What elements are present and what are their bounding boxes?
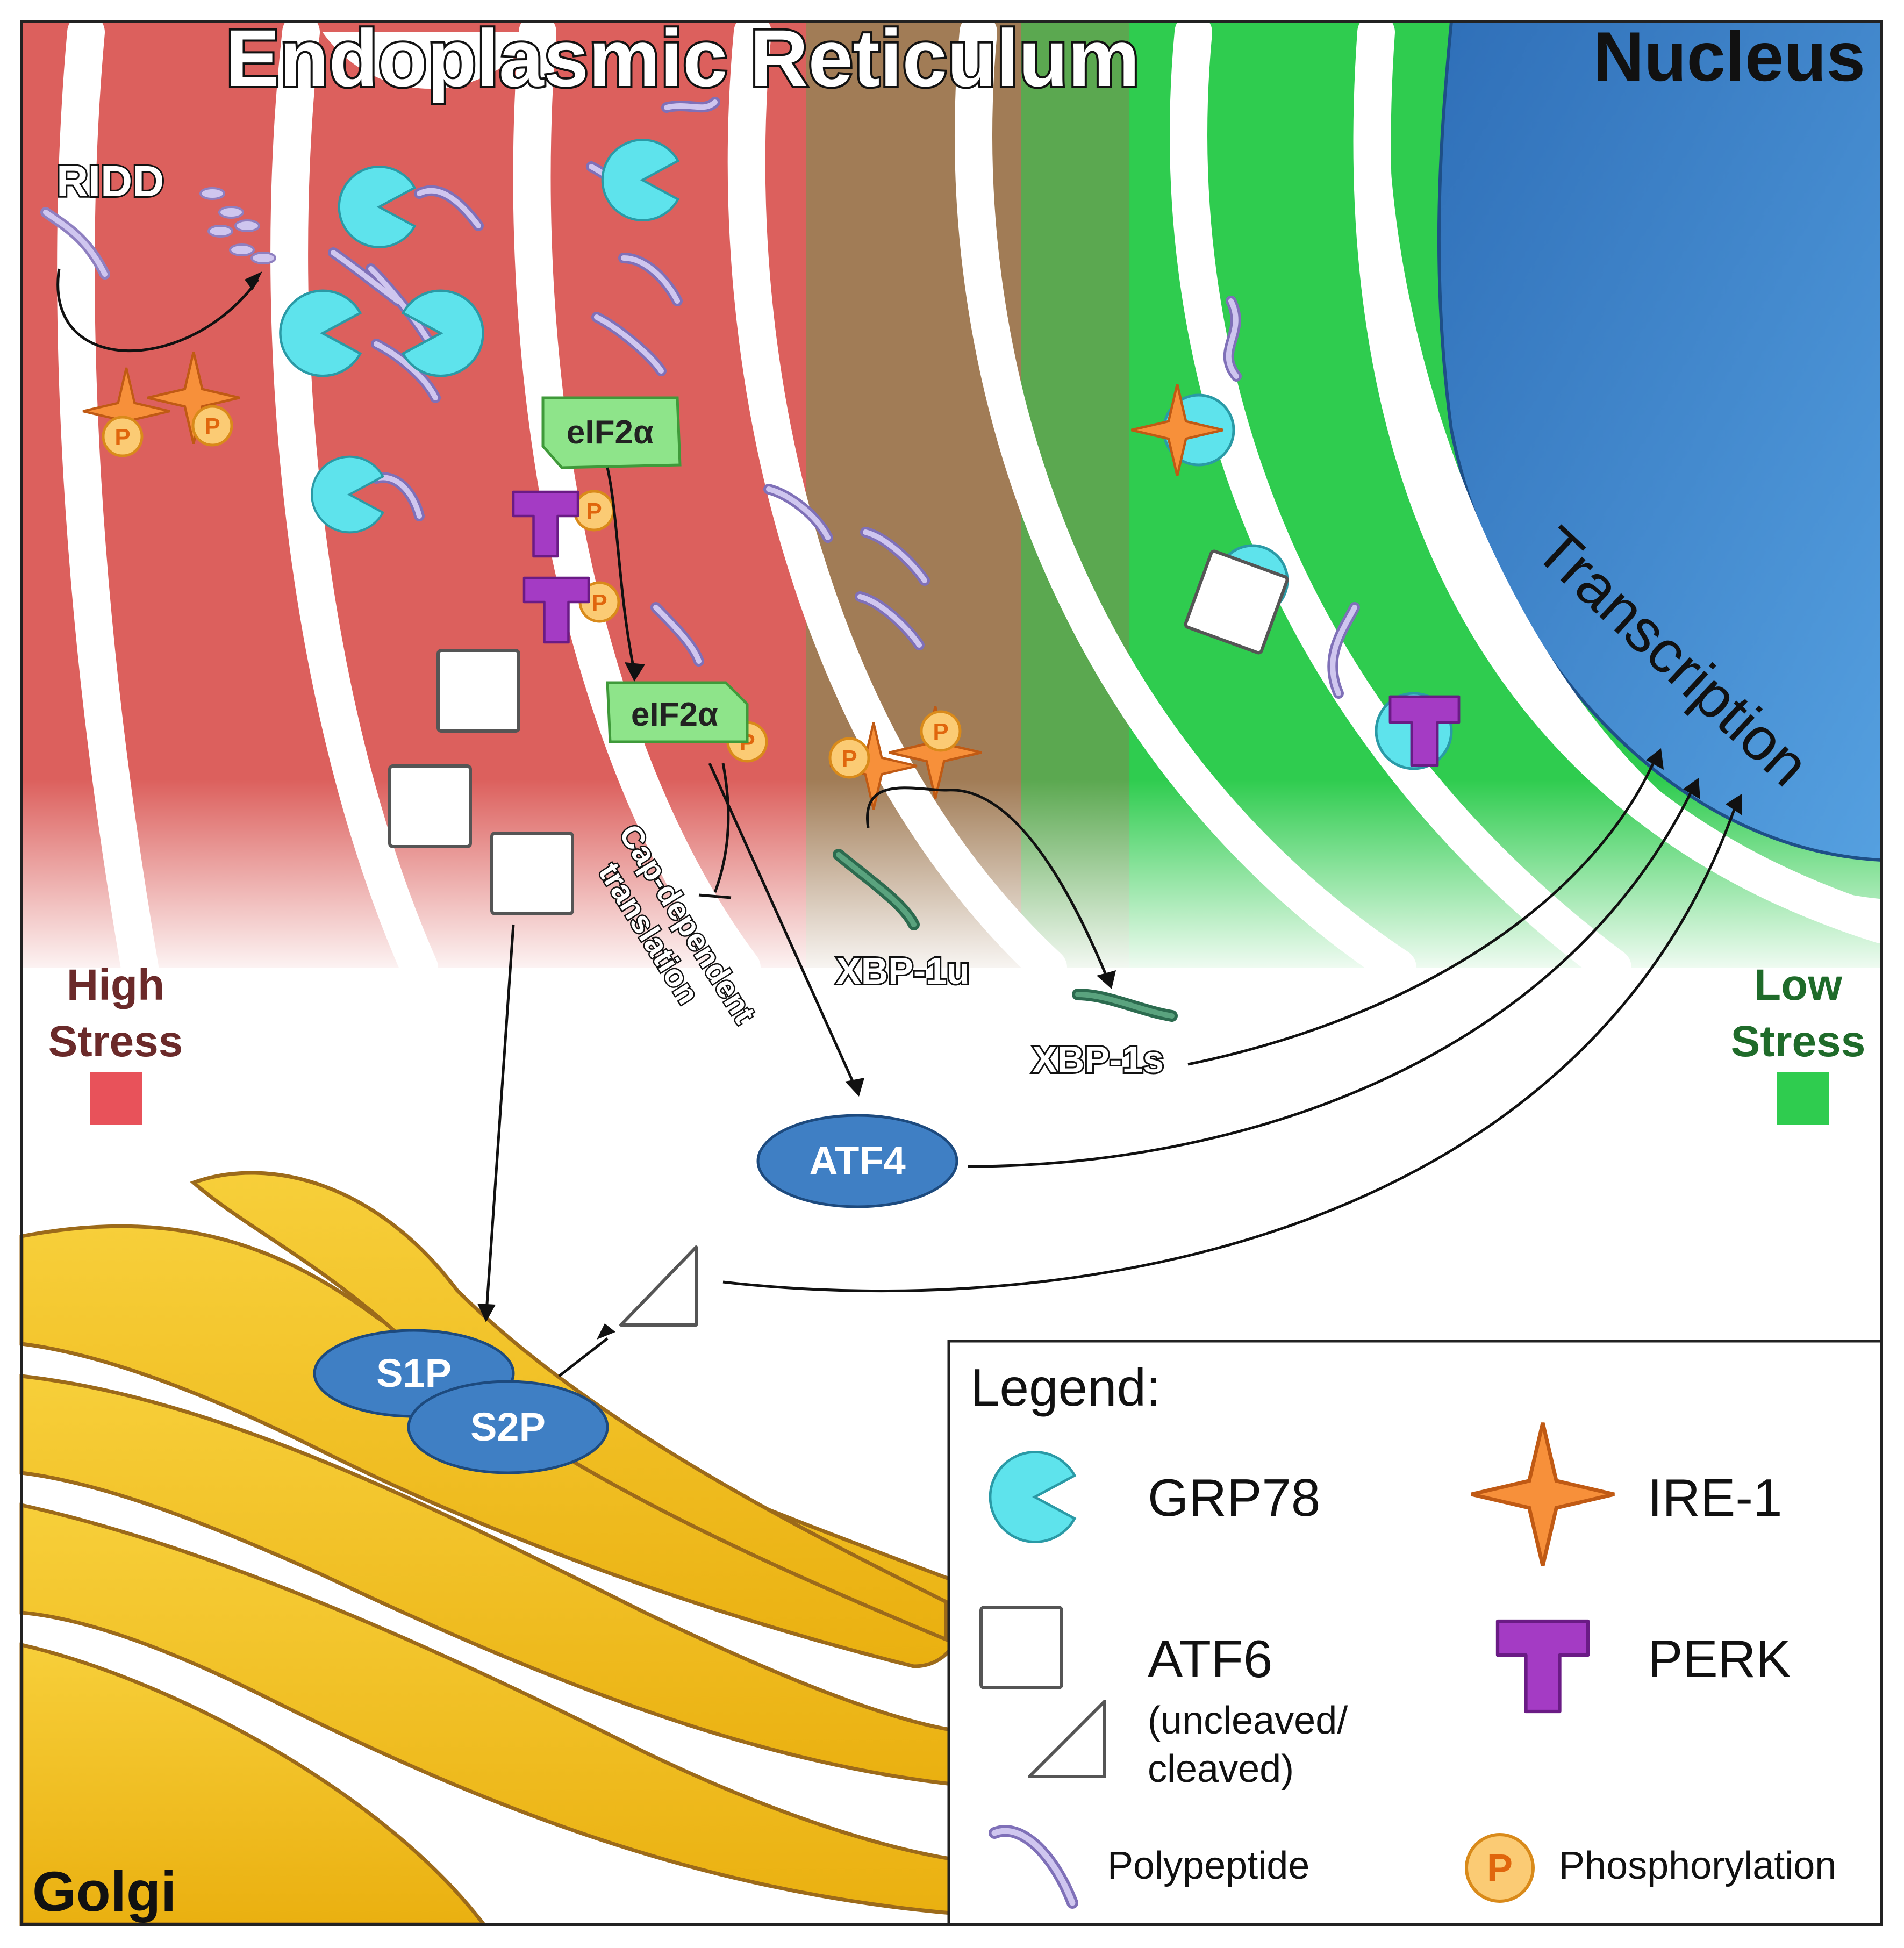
ridd-label: RIDD (56, 157, 164, 206)
nucleus-label: Nucleus (1593, 17, 1865, 96)
svg-text:Stress: Stress (48, 1017, 183, 1066)
atf6-uncleaved (388, 549, 1289, 915)
legend-ire1-label: IRE-1 (1648, 1468, 1783, 1527)
svg-text:P: P (1487, 1847, 1513, 1890)
legend-atf6-cleaved-icon (1028, 1700, 1106, 1778)
svg-text:P: P (933, 719, 948, 745)
s2p: S2P (407, 1380, 609, 1474)
legend-phospho-label: Phosphorylation (1559, 1844, 1836, 1887)
svg-text:High: High (67, 961, 164, 1009)
eif2a-bottom: eIF2α (606, 681, 749, 743)
high-stress-indicator: High Stress (48, 961, 183, 1125)
legend-perk-label: PERK (1648, 1629, 1791, 1688)
legend-phospho-icon: P (1465, 1833, 1535, 1903)
legend-atf6-uncleaved-icon (979, 1606, 1063, 1689)
legend-atf6-label: ATF6 (1148, 1629, 1272, 1688)
svg-text:eIF2α: eIF2α (631, 696, 718, 733)
xbp1s-label: XBP-1s (1032, 1039, 1164, 1080)
legend-grp78-label: GRP78 (1148, 1468, 1320, 1527)
golgi-label: Golgi (32, 1860, 176, 1923)
svg-text:S2P: S2P (470, 1405, 546, 1449)
golgi-apparatus (19, 1171, 970, 1926)
legend-atf6-sub1: (uncleaved/ (1148, 1699, 1348, 1742)
svg-text:Stress: Stress (1731, 1017, 1866, 1066)
svg-text:eIF2α: eIF2α (567, 414, 654, 451)
legend-polypeptide-icon (989, 1825, 1078, 1909)
svg-text:Low: Low (1754, 961, 1842, 1009)
polypeptides (328, 97, 1360, 699)
low-stress-indicator: Low Stress (1731, 961, 1866, 1125)
svg-text:P: P (591, 590, 607, 616)
legend-polypeptide-label: Polypeptide (1107, 1844, 1309, 1887)
svg-text:S1P: S1P (376, 1351, 452, 1395)
legend: Legend: GRP78 IRE-1 ATF6 (uncleaved/ cle… (947, 1340, 1883, 1926)
svg-text:P: P (114, 424, 130, 450)
ridd-cycle (40, 187, 276, 353)
svg-text:P: P (841, 746, 857, 772)
legend-atf6-sub2: cleaved) (1148, 1748, 1294, 1791)
xbp1: XBP-1u XBP-1s (833, 849, 1178, 1082)
legend-title: Legend: (970, 1358, 1161, 1417)
eif2a-top: eIF2α (541, 396, 682, 469)
page-title: Endoplasmic Reticulum (226, 13, 1140, 103)
atf4: ATF4 (756, 1114, 958, 1208)
atf6-cleaved (619, 1245, 698, 1327)
svg-text:ATF4: ATF4 (809, 1138, 906, 1183)
svg-text:P: P (586, 498, 602, 525)
phospho-markers: P P P P P P P (102, 405, 962, 779)
arrowheads (477, 662, 1742, 1340)
svg-text:P: P (204, 413, 220, 440)
pathway-arrows (485, 467, 1738, 1377)
xbp1u-label: XBP-1u (836, 950, 970, 992)
